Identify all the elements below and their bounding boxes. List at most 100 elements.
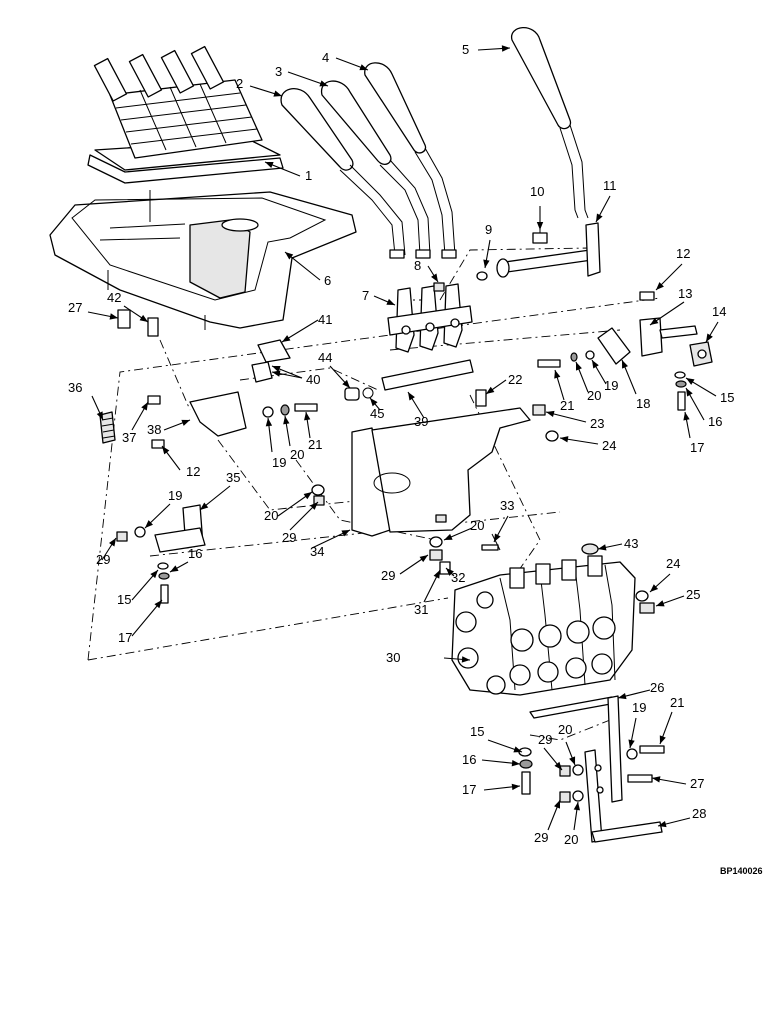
callout-arrowhead: [150, 570, 158, 579]
callout-arrowhead: [310, 502, 318, 510]
bolt-22: [475, 389, 487, 407]
callout-arrowhead: [554, 370, 561, 379]
callout-arrowhead: [659, 735, 666, 744]
callout-arrowhead: [200, 502, 209, 510]
callout-42: 42: [107, 290, 121, 305]
callout-arrowhead: [486, 386, 495, 394]
callout-26: 26: [650, 680, 664, 695]
valve-ports-upper: [510, 616, 616, 652]
lower-hardware: [518, 745, 665, 803]
callout-4: 4: [322, 50, 329, 65]
callout-8: 8: [414, 258, 421, 273]
callout-arrowhead: [370, 398, 378, 407]
callout-16b: 16: [188, 546, 202, 561]
callout-20e: 20: [558, 722, 572, 737]
callout-arrowhead: [359, 64, 368, 71]
callout-arrowhead: [96, 411, 103, 420]
callout-arrowhead: [686, 378, 695, 385]
callout-19d: 19: [632, 700, 646, 715]
washer-19-left: [134, 526, 146, 538]
callout-arrowhead: [546, 410, 555, 418]
callout-6: 6: [324, 273, 331, 288]
bracket-35: [154, 504, 206, 553]
callout-arrowhead: [683, 412, 690, 421]
callout-arrowhead: [686, 388, 693, 397]
callout-7: 7: [362, 288, 369, 303]
callout-arrowhead: [141, 402, 148, 411]
nut-29-lower: [313, 495, 325, 506]
callout-arrowhead: [408, 392, 415, 401]
callout-5: 5: [462, 42, 469, 57]
callout-30: 30: [386, 650, 400, 665]
callout-arrowhead: [596, 213, 603, 222]
callout-34: 34: [310, 544, 324, 559]
washer-15-right: [674, 371, 686, 379]
bolt-17-right: [677, 391, 686, 411]
callout-arrowhead: [592, 360, 599, 369]
callout-arrowhead: [272, 370, 281, 377]
callout-24: 24: [602, 438, 616, 453]
callout-20c: 20: [264, 508, 278, 523]
callout-arrowhead: [576, 362, 582, 371]
pin-33: [491, 533, 501, 551]
bolt-21-mid: [294, 403, 318, 412]
nut-8: [433, 282, 445, 292]
callout-25: 25: [686, 587, 700, 602]
callout-arrowhead: [560, 436, 569, 443]
callout-21c: 21: [670, 695, 684, 710]
callout-18: 18: [636, 396, 650, 411]
washer-9: [476, 271, 488, 281]
callout-15: 15: [720, 390, 734, 405]
callout-arrowhead: [433, 570, 440, 579]
callout-arrowhead: [145, 520, 153, 528]
callout-arrowhead: [265, 418, 273, 427]
callout-39: 39: [414, 414, 428, 429]
lever-bracket-part: [387, 283, 473, 353]
callout-arrowhead: [706, 333, 713, 342]
bolt-12-upper: [639, 291, 655, 301]
figure-code: BP140026: [720, 866, 763, 876]
callout-21: 21: [560, 398, 574, 413]
callout-21b: 21: [308, 437, 322, 452]
callout-arrowhead: [446, 568, 454, 576]
nut-23: [532, 404, 546, 416]
callout-arrowhead: [273, 90, 282, 97]
fitting-25: [639, 602, 655, 614]
callout-arrowhead: [283, 416, 290, 425]
callout-arrowhead: [511, 783, 520, 791]
callout-20f: 20: [564, 832, 578, 847]
callout-arrowhead: [139, 314, 148, 322]
ring-45: [362, 387, 374, 399]
pivot-shaft-assembly: [496, 222, 601, 278]
callout-1: 1: [305, 168, 312, 183]
callout-2: 2: [236, 76, 243, 91]
callout-arrowhead: [501, 45, 510, 52]
callout-15c: 15: [470, 724, 484, 739]
callout-arrowhead: [265, 162, 274, 168]
callout-arrowhead: [444, 533, 453, 540]
control-lever-3: [321, 80, 431, 259]
callout-13: 13: [678, 286, 692, 301]
callout-arrowhead: [170, 565, 179, 572]
callout-arrowhead: [483, 259, 490, 268]
callout-arrowhead: [569, 756, 576, 765]
callout-arrowhead: [461, 656, 470, 663]
callout-12: 12: [676, 246, 690, 261]
callout-arrowhead: [181, 419, 190, 426]
callout-29f: 29: [534, 830, 548, 845]
washer-16-left: [158, 572, 170, 580]
callout-arrowhead: [342, 379, 350, 388]
rod-39: [381, 359, 474, 391]
nut-29-valve: [429, 549, 443, 561]
callout-37: 37: [122, 430, 136, 445]
callout-28: 28: [692, 806, 706, 821]
callout-44: 44: [318, 350, 332, 365]
washer-19-mid: [262, 406, 274, 418]
callout-43: 43: [624, 536, 638, 551]
callout-20b: 20: [290, 447, 304, 462]
callout-arrowhead: [303, 492, 312, 500]
callout-14: 14: [712, 304, 726, 319]
callout-arrowhead: [304, 412, 311, 421]
callout-9: 9: [485, 222, 492, 237]
callout-arrowhead: [386, 298, 395, 305]
